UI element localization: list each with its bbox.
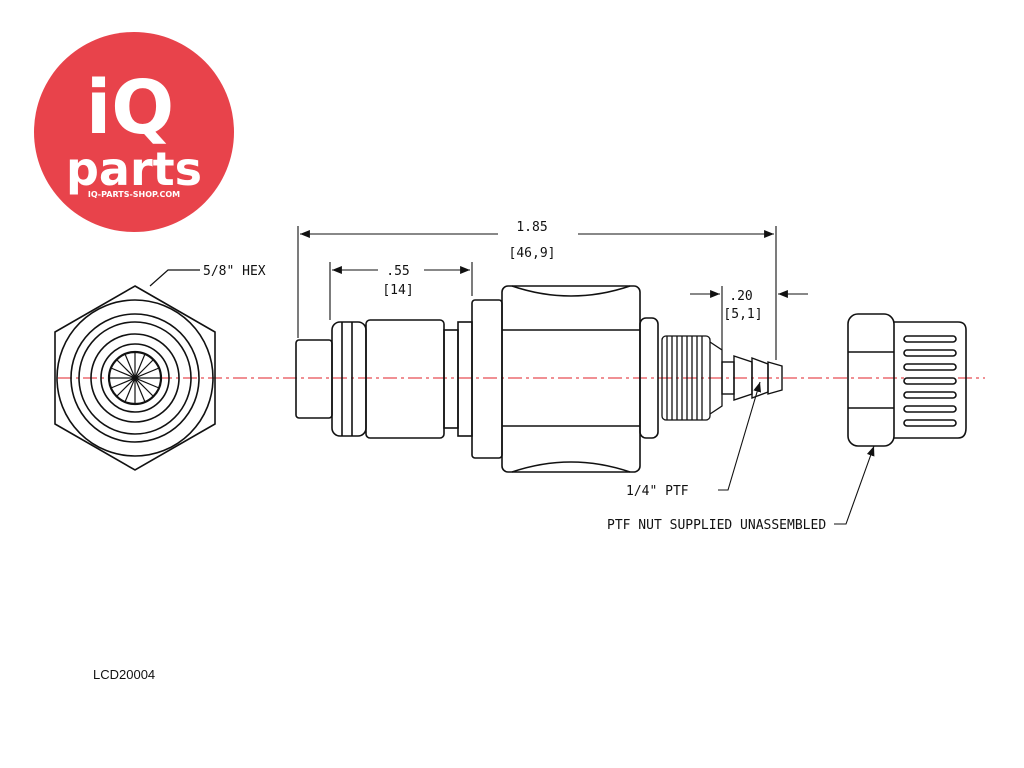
thread-label: 1/4" PTF bbox=[626, 484, 689, 499]
hex-label: 5/8" HEX bbox=[203, 264, 266, 279]
dim-barb bbox=[690, 286, 808, 350]
dim-body bbox=[329, 262, 473, 320]
dim-body-in: .55 bbox=[386, 264, 409, 279]
valve-star bbox=[109, 352, 161, 404]
nut-label: PTF NUT SUPPLIED UNASSEMBLED bbox=[607, 518, 826, 533]
end-view-hex bbox=[54, 285, 216, 471]
ptf-thread bbox=[661, 335, 723, 421]
hose-barb bbox=[721, 355, 783, 401]
dim-overall-mm: [46,9] bbox=[509, 246, 556, 261]
hex-leader bbox=[149, 269, 200, 287]
logo-text-iq: iQ bbox=[86, 65, 174, 151]
coupling-body bbox=[295, 285, 659, 473]
dim-barb-mm: [5,1] bbox=[723, 307, 762, 322]
logo-circle bbox=[34, 32, 234, 232]
thread-leader bbox=[718, 381, 761, 491]
iq-parts-logo: iQ parts IQ-PARTS-SHOP.COM bbox=[34, 32, 234, 232]
dim-barb-in: .20 bbox=[729, 289, 752, 304]
nut-leader bbox=[834, 445, 875, 525]
part-number: LCD20004 bbox=[93, 667, 156, 682]
dim-body-mm: [14] bbox=[382, 283, 413, 298]
logo-text-parts: parts bbox=[66, 142, 202, 196]
ptf-nut bbox=[847, 313, 967, 447]
dim-overall-in: 1.85 bbox=[516, 220, 547, 235]
logo-url: IQ-PARTS-SHOP.COM bbox=[88, 190, 180, 199]
dim-overall bbox=[297, 226, 777, 360]
